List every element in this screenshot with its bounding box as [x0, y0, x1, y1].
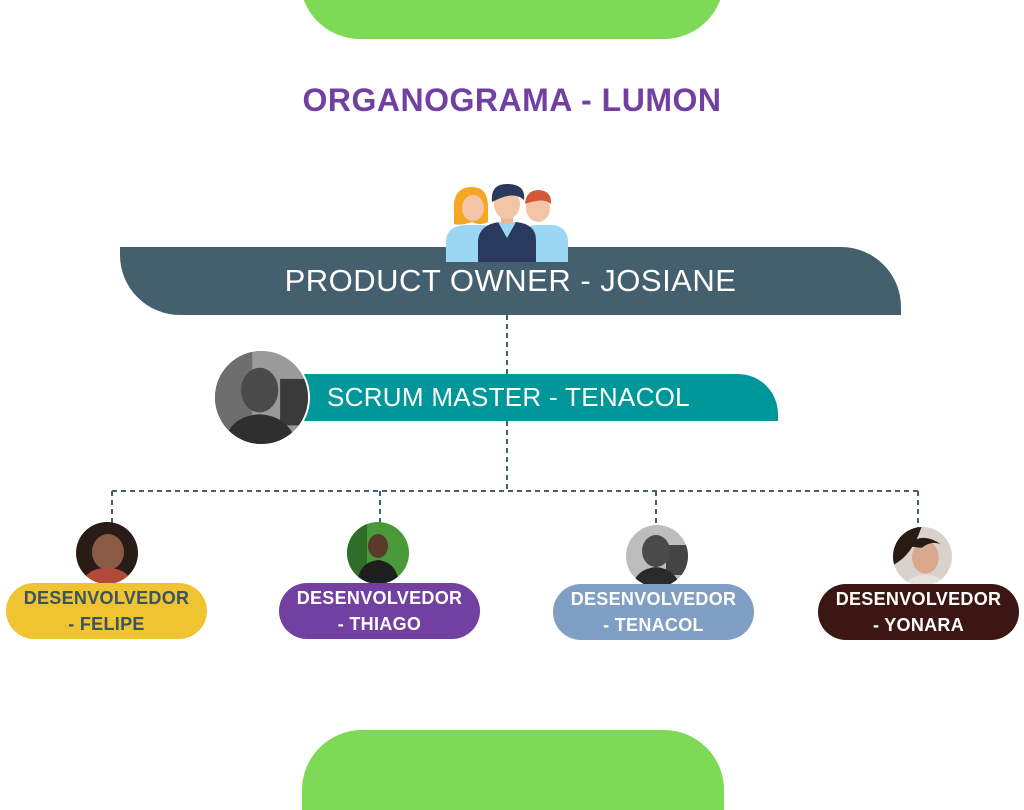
developer-card-thiago: DESENVOLVEDOR - THIAGO [279, 583, 480, 639]
developer-avatar-thiago [347, 522, 409, 584]
developer-role-label: DESENVOLVEDOR [835, 589, 1002, 609]
page-title: ORGANOGRAMA - LUMON [302, 82, 722, 118]
developer-card-tenacol: DESENVOLVEDOR - TENACOL [553, 584, 754, 640]
connector-lines [111, 315, 919, 530]
developer-avatar-felipe [76, 522, 138, 584]
team-people-icon [446, 184, 568, 262]
developer-role-label: DESENVOLVEDOR [570, 589, 737, 609]
developer-name-label: - FELIPE [68, 614, 145, 634]
developer-role-label: DESENVOLVEDOR [296, 588, 463, 608]
developer-name-label: - TENACOL [603, 615, 704, 635]
scrum-master-label: SCRUM MASTER - TENACOL [327, 382, 690, 412]
top-decorative-shape [300, 0, 724, 39]
scrum-master-banner: SCRUM MASTER - TENACOL [296, 374, 778, 421]
developer-role-label: DESENVOLVEDOR [23, 588, 190, 608]
product-owner-banner: PRODUCT OWNER - JOSIANE [120, 247, 901, 315]
bottom-decorative-shape [302, 730, 724, 810]
developer-avatar-tenacol [626, 525, 688, 587]
developer-name-label: - YONARA [872, 615, 965, 635]
developer-name-label: - THIAGO [337, 614, 422, 634]
scrum-master-avatar [213, 349, 310, 446]
developer-avatar-yonara [893, 527, 952, 586]
developer-card-felipe: DESENVOLVEDOR - FELIPE [6, 583, 207, 639]
product-owner-label: PRODUCT OWNER - JOSIANE [284, 263, 737, 298]
developer-card-yonara: DESENVOLVEDOR - YONARA [818, 584, 1019, 640]
